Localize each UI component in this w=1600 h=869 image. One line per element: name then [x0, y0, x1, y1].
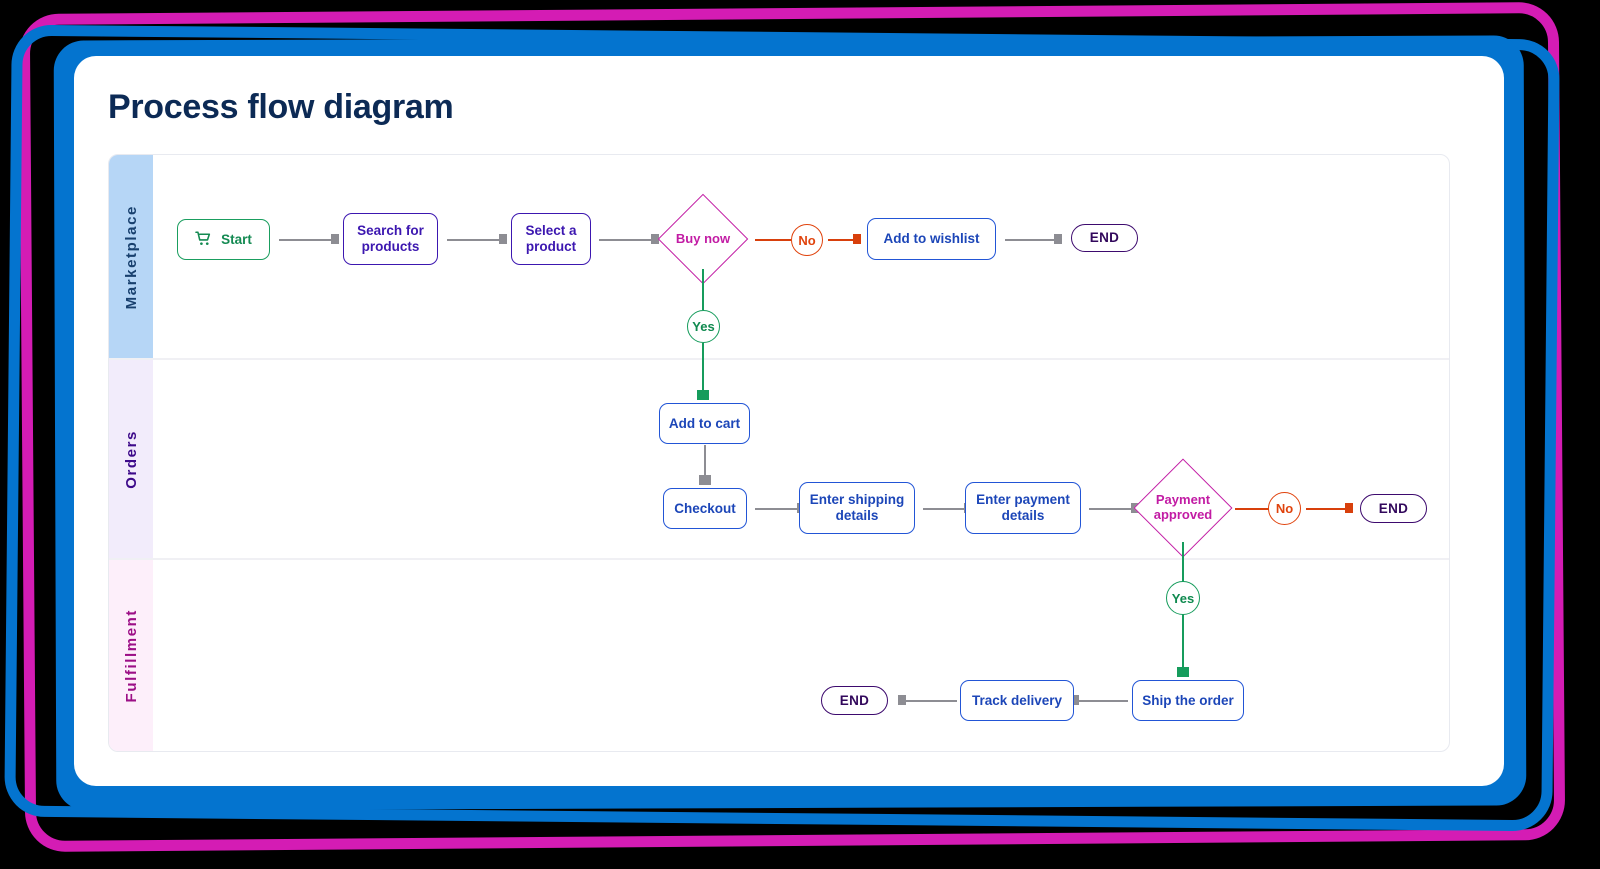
node-select-a-product-label-line1: Select a	[525, 223, 577, 239]
flow-diagram-panel: Marketplace Orders Fulfillment	[108, 154, 1450, 752]
node-enter-shipping-details-label-line2: details	[835, 508, 879, 523]
node-search-for-products[interactable]: Search for products	[343, 213, 438, 265]
node-select-a-product-label-line2: product	[525, 239, 577, 254]
node-enter-payment-details[interactable]: Enter payment details	[965, 482, 1081, 534]
lane-band-marketplace: Marketplace	[109, 155, 153, 359]
node-start[interactable]: Start	[177, 219, 270, 260]
node-end-fulfillment[interactable]: END	[821, 686, 888, 715]
page-title: Process flow diagram	[108, 88, 454, 126]
node-add-to-wishlist[interactable]: Add to wishlist	[867, 218, 996, 260]
lane-label-marketplace: Marketplace	[122, 204, 140, 310]
node-end-orders-label: END	[1378, 500, 1409, 516]
lane-label-orders: Orders	[122, 429, 140, 489]
decision-payment-approved-label-line2: approved	[1153, 507, 1213, 522]
decision-buy-now-label: Buy now	[675, 230, 731, 246]
decision-label-yes-orders: Yes	[1166, 581, 1200, 615]
decision-label-no-orders-text: No	[1275, 501, 1294, 516]
lane-divider-1	[109, 358, 1449, 360]
lane-band-fulfillment: Fulfillment	[109, 559, 153, 751]
decision-label-yes-orders-text: Yes	[1171, 590, 1195, 606]
node-add-to-cart-label: Add to cart	[668, 415, 741, 431]
node-end-orders[interactable]: END	[1360, 494, 1427, 523]
node-enter-shipping-details[interactable]: Enter shipping details	[799, 482, 915, 534]
node-enter-shipping-details-label-line1: Enter shipping	[809, 492, 905, 508]
decision-payment-approved[interactable]: Payment approved	[1133, 458, 1233, 558]
node-track-delivery[interactable]: Track delivery	[960, 680, 1074, 721]
decision-label-no-marketplace: No	[791, 224, 823, 256]
decision-payment-approved-label: Payment approved	[1148, 473, 1218, 543]
node-end-marketplace[interactable]: END	[1071, 224, 1138, 252]
shopping-cart-icon	[195, 231, 212, 249]
decision-buy-now[interactable]: Buy now	[657, 193, 749, 285]
node-add-to-wishlist-label: Add to wishlist	[883, 231, 980, 247]
decision-label-no-marketplace-text: No	[798, 232, 816, 248]
node-ship-the-order-label: Ship the order	[1142, 692, 1234, 708]
lane-label-fulfillment: Fulfillment	[122, 609, 140, 703]
node-add-to-cart[interactable]: Add to cart	[659, 403, 750, 444]
node-track-delivery-label: Track delivery	[971, 692, 1063, 708]
decision-payment-approved-label-line1: Payment	[1155, 492, 1211, 508]
node-start-label: Start	[221, 231, 252, 247]
lane-divider-2	[109, 558, 1449, 560]
node-end-fulfillment-label: END	[839, 692, 870, 708]
node-enter-payment-details-label-line2: details	[1001, 508, 1045, 523]
node-ship-the-order[interactable]: Ship the order	[1132, 680, 1244, 721]
node-search-for-products-label-line1: Search for	[357, 223, 424, 239]
decision-label-yes-marketplace-text: Yes	[692, 319, 715, 334]
node-search-for-products-label-line2: products	[361, 239, 420, 254]
node-select-a-product[interactable]: Select a product	[511, 213, 591, 265]
content-card: Process flow diagram Marketplace Orders …	[74, 56, 1504, 786]
decision-label-yes-marketplace: Yes	[687, 310, 720, 343]
node-checkout-label: Checkout	[674, 500, 736, 516]
node-end-marketplace-label: END	[1089, 230, 1120, 246]
lane-band-orders: Orders	[109, 359, 153, 559]
node-enter-payment-details-label-line1: Enter payment	[976, 492, 1070, 508]
node-checkout[interactable]: Checkout	[663, 488, 747, 529]
decision-label-no-orders: No	[1268, 492, 1301, 525]
